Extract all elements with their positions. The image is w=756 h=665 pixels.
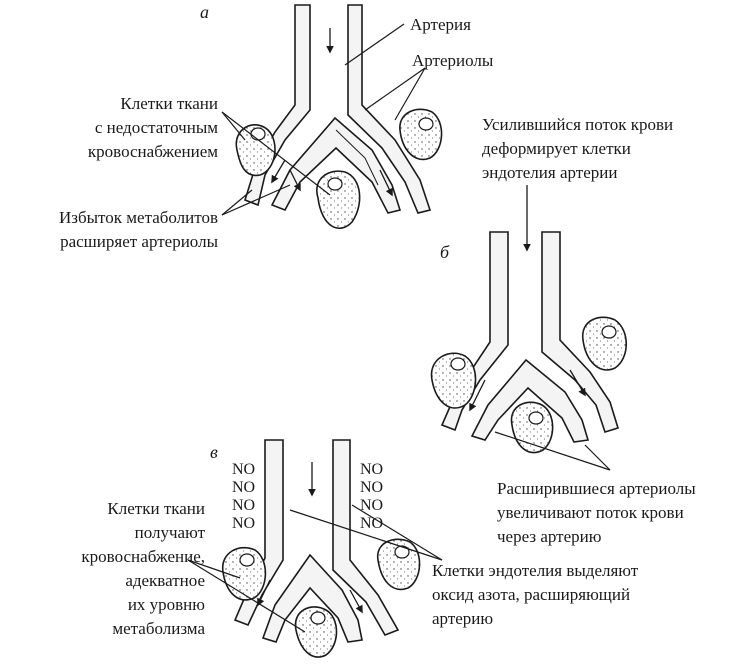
panel-a-tissue-leader-2 — [221, 111, 331, 196]
panel-b-tissue-cell-3 — [510, 401, 554, 454]
panel-b-dilated-leader-1 — [494, 431, 611, 471]
panel-a-arteriole-wedge — [270, 116, 402, 214]
label-dilated-1: Расширившиеся артериолы — [497, 479, 696, 498]
panel-a-artery-left-wall — [244, 4, 311, 207]
panel-b-flow-arrow-right — [569, 369, 586, 397]
no-left-3: NO — [232, 497, 255, 514]
panel-v-artery-right-wall — [332, 439, 400, 636]
panel-v-letter: в — [210, 442, 218, 462]
panel-v-flow-arrow-right — [349, 589, 363, 614]
label-flow-deforms-2: деформирует клетки — [482, 139, 631, 158]
label-tissue-ok-1: Клетки ткани — [107, 499, 205, 518]
panel-b-arteriole-wedge — [470, 358, 590, 443]
panel-a-tissue-cell-1 — [235, 124, 276, 177]
panel-b-artery-right-wall — [541, 231, 619, 433]
panel-v: в NO NO NO NO NO NO NO NO — [81, 439, 639, 658]
panel-b-letter: б — [440, 242, 450, 262]
label-endothelium-1: Клетки эндотелия выделяют — [432, 561, 639, 580]
label-tissue-poor-1: Клетки ткани — [120, 94, 218, 113]
label-dilated-3: через артерию — [497, 527, 602, 546]
label-endothelium-3: артерию — [432, 609, 493, 628]
panel-v-endo-leader-1 — [289, 509, 443, 561]
label-flow-deforms-1: Усилившийся поток крови — [482, 115, 673, 134]
no-right-4: NO — [360, 515, 383, 532]
no-right-1: NO — [360, 461, 383, 478]
panel-a-arteriole-leader-2 — [394, 67, 426, 121]
panel-v-flow-arrow-left — [257, 579, 271, 607]
label-endothelium-2: оксид азота, расширяющий — [432, 585, 630, 604]
label-flow-deforms-3: эндотелия артерии — [482, 163, 617, 182]
panel-v-tissue-cell-3 — [294, 606, 338, 658]
label-tissue-ok-2: получают — [135, 523, 206, 542]
label-dilated-2: увеличивают поток крови — [497, 503, 684, 522]
panel-b-artery-left-wall — [440, 231, 509, 432]
panel-a-arteriole-leader-1 — [364, 67, 426, 111]
panel-a-letter: а — [200, 2, 209, 22]
no-right-2: NO — [360, 479, 383, 496]
label-tissue-ok-4: адекватное — [125, 571, 205, 590]
no-left-4: NO — [232, 515, 255, 532]
panel-b-dilated-leader-2 — [584, 444, 611, 471]
no-right-3: NO — [360, 497, 383, 514]
panel-a-tissue-cell-3 — [399, 108, 443, 161]
panel-v-tissue-leader-2 — [187, 559, 306, 633]
no-left-2: NO — [232, 479, 255, 496]
panel-a-flow-arrow-left — [271, 159, 286, 184]
panel-a-flow-arrow-mid — [289, 169, 301, 192]
panel-a-tissue-leader-1 — [221, 111, 246, 141]
panel-v-tissue-cell-1 — [222, 546, 267, 601]
panel-a-metab-leader-1 — [221, 189, 253, 216]
label-artery: Артерия — [410, 15, 471, 34]
panel-b-tissue-cell-1 — [430, 352, 477, 409]
label-metabolites-1: Избыток метаболитов — [59, 208, 218, 227]
panel-v-tissue-leader-1 — [187, 559, 241, 579]
label-tissue-poor-2: с недостаточным — [95, 118, 218, 137]
panel-a-artery-leader — [344, 23, 405, 66]
panel-a-tissue-cell-2 — [316, 170, 361, 230]
label-tissue-ok-5: их уровню — [128, 595, 205, 614]
panel-v-endo-leader-2 — [351, 504, 443, 561]
panel-a: а — [59, 2, 494, 251]
panel-a-wedge-inner — [335, 129, 379, 186]
no-left-1: NO — [232, 461, 255, 478]
panel-v-tissue-cell-2 — [377, 538, 421, 591]
panel-b: Усилившийся поток крови деформирует клет… — [430, 115, 696, 546]
panel-a-flow-arrow-right — [379, 169, 393, 197]
panel-a-metab-leader-2 — [221, 184, 291, 216]
label-tissue-ok-3: кровоснабжение, — [81, 547, 205, 566]
label-arterioles: Артериолы — [412, 51, 494, 70]
label-tissue-ok-6: метаболизма — [112, 619, 205, 638]
label-metabolites-2: расширяет артериолы — [60, 232, 218, 251]
panel-v-arteriole-wedge — [261, 553, 363, 643]
panel-b-tissue-cell-2 — [582, 316, 627, 371]
label-tissue-poor-3: кровоснабжением — [88, 142, 218, 161]
panel-a-artery-right-wall — [347, 4, 432, 214]
panel-b-flow-arrow-left — [469, 379, 486, 412]
